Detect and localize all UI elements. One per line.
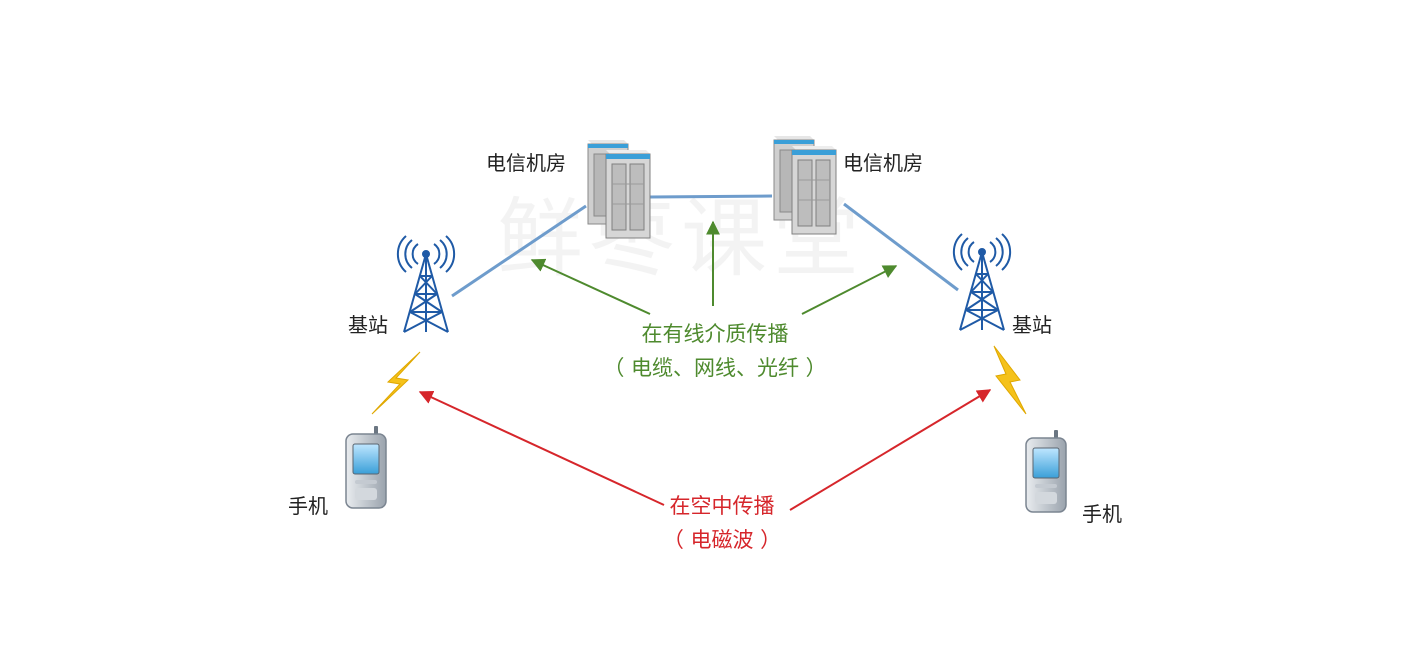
mobile-phone-icon: [1025, 430, 1067, 513]
lightning-icon: [993, 345, 1027, 415]
wired-caption-line1: 在有线介质传播: [641, 322, 789, 346]
wireless-caption: 在空中传播 （ 电磁波 ）: [622, 490, 822, 554]
wired-arrow-left: [530, 258, 651, 315]
wireless-arrow-right: [789, 389, 992, 511]
server-left-label: 电信机房: [486, 151, 566, 175]
wireless-arrow-left: [418, 390, 665, 506]
phone-left-label: 手机: [288, 494, 328, 518]
wireless-caption-line1: 在空中传播: [669, 494, 775, 518]
server-rack-icon: [587, 140, 651, 239]
wired-caption: 在有线介质传播 （ 电缆、网线、光纤 ）: [560, 318, 870, 382]
wireless-caption-line2: （ 电磁波 ）: [662, 528, 782, 552]
link-server-to-server: [649, 194, 773, 199]
link-server-to-station-right: [843, 202, 959, 292]
wired-caption-line2: （ 电缆、网线、光纤 ）: [603, 356, 827, 380]
cell-tower-icon: [396, 235, 456, 333]
station-right-label: 基站: [1012, 313, 1052, 337]
lightning-icon: [371, 351, 421, 415]
link-station-left-to-server: [451, 204, 587, 298]
station-left-label: 基站: [348, 313, 388, 337]
phone-right-label: 手机: [1082, 502, 1122, 526]
wired-arrow-right: [801, 265, 898, 315]
server-right-label: 电信机房: [843, 151, 923, 175]
cell-tower-icon: [952, 233, 1012, 331]
server-rack-icon: [773, 136, 837, 235]
mobile-phone-icon: [345, 426, 387, 509]
